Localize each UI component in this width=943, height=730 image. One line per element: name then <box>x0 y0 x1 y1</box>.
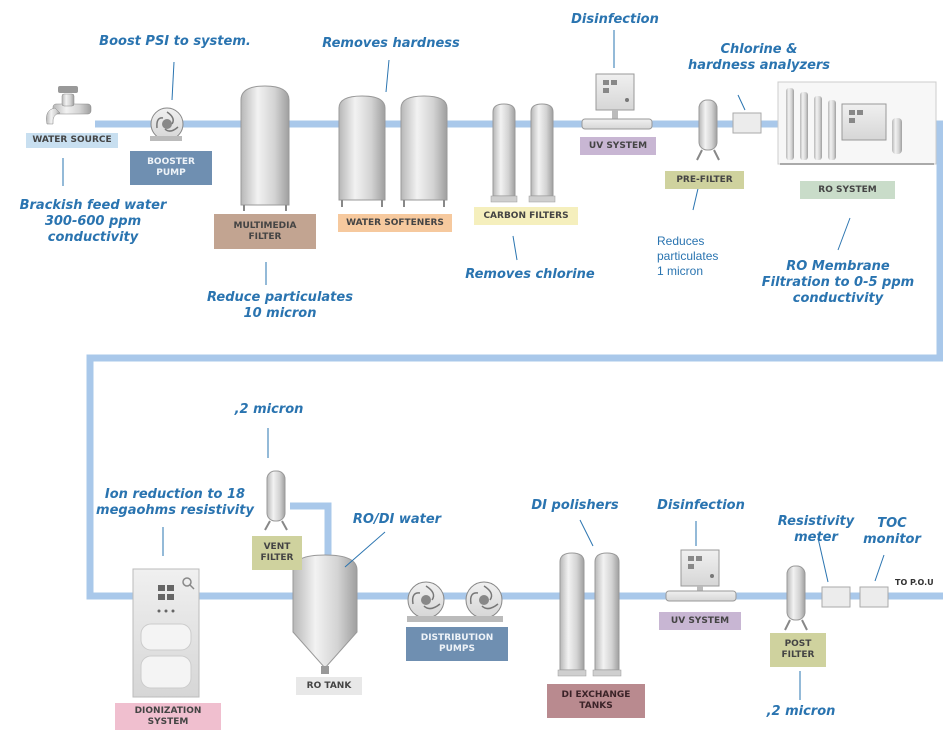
ro-storage-tank <box>292 554 358 674</box>
note-removes-chlorine: Removes chlorine <box>465 267 595 282</box>
dionization-system-label: DIONIZATION SYSTEM <box>115 703 221 730</box>
carbon-filter-tanks <box>490 103 556 203</box>
note-toc-monitor: TOC monitor <box>863 516 921 547</box>
booster-pump-icon <box>150 107 184 141</box>
toc-monitor-box <box>859 586 889 608</box>
ro-system-label: RO SYSTEM <box>800 181 895 199</box>
note-brackish-feed: Brackish feed water 300-600 ppm conducti… <box>19 198 167 245</box>
uv-system-unit-2 <box>665 549 737 602</box>
pre-filter-label: PRE-FILTER <box>665 171 744 189</box>
note-reduces-1-micron: Reduces particulates 1 micron <box>657 234 719 278</box>
ro-system-unit <box>777 81 937 165</box>
distribution-pumps-icon <box>407 581 503 622</box>
note-post-2-micron: ,2 micron <box>766 704 836 719</box>
note-boost-psi: Boost PSI to system. <box>99 34 251 49</box>
note-vent-2-micron: ,2 micron <box>234 402 304 417</box>
post-filter-housing <box>784 565 808 631</box>
callout-leader-lines <box>62 30 885 700</box>
carbon-filters-label: CARBON FILTERS <box>474 207 578 225</box>
note-removes-hardness: Removes hardness <box>322 36 460 51</box>
uv-system-unit-1 <box>581 73 653 130</box>
water-softener-tanks <box>338 95 448 207</box>
note-ro-membrane: RO Membrane Filtration to 0-5 ppm conduc… <box>761 259 915 306</box>
vent-filter-label: VENT FILTER <box>252 536 302 570</box>
di-exchange-tanks <box>557 552 622 677</box>
uv-system-2-label: UV SYSTEM <box>659 612 741 630</box>
vent-filter-housing <box>264 470 288 531</box>
note-disinfection-1: Disinfection <box>571 12 659 27</box>
note-ro-di-water: RO/DI water <box>352 512 442 527</box>
ro-tank-label: RO TANK <box>296 677 362 695</box>
di-exchange-tanks-label: DI EXCHANGE TANKS <box>547 684 645 718</box>
faucet-icon <box>46 86 92 125</box>
to-pou-label: TO P.O.U <box>895 578 934 587</box>
note-disinfection-2: Disinfection <box>657 498 745 513</box>
note-reduce-particulates-10: Reduce particulates 10 micron <box>207 290 353 321</box>
chlorine-hardness-analyzer <box>732 112 762 134</box>
multimedia-filter-tank <box>240 85 290 211</box>
note-chlorine-hardness: Chlorine & hardness analyzers <box>687 42 831 73</box>
note-resistivity-meter: Resistivity meter <box>777 514 855 545</box>
water-source-label: WATER SOURCE <box>26 133 118 148</box>
uv-system-1-label: UV SYSTEM <box>580 137 656 155</box>
resistivity-meter-box <box>821 586 851 608</box>
dionization-system-unit <box>132 568 200 698</box>
note-ion-reduction: Ion reduction to 18 megaohms resistivity <box>96 487 254 518</box>
note-di-polishers: DI polishers <box>531 498 619 513</box>
post-filter-label: POST FILTER <box>770 633 826 667</box>
water-softeners-label: WATER SOFTENERS <box>338 214 452 232</box>
distribution-pumps-label: DISTRIBUTION PUMPS <box>406 627 508 661</box>
multimedia-filter-label: MULTIMEDIA FILTER <box>214 214 316 249</box>
booster-pump-label: BOOSTER PUMP <box>130 151 212 185</box>
pre-filter-housing <box>696 99 720 161</box>
